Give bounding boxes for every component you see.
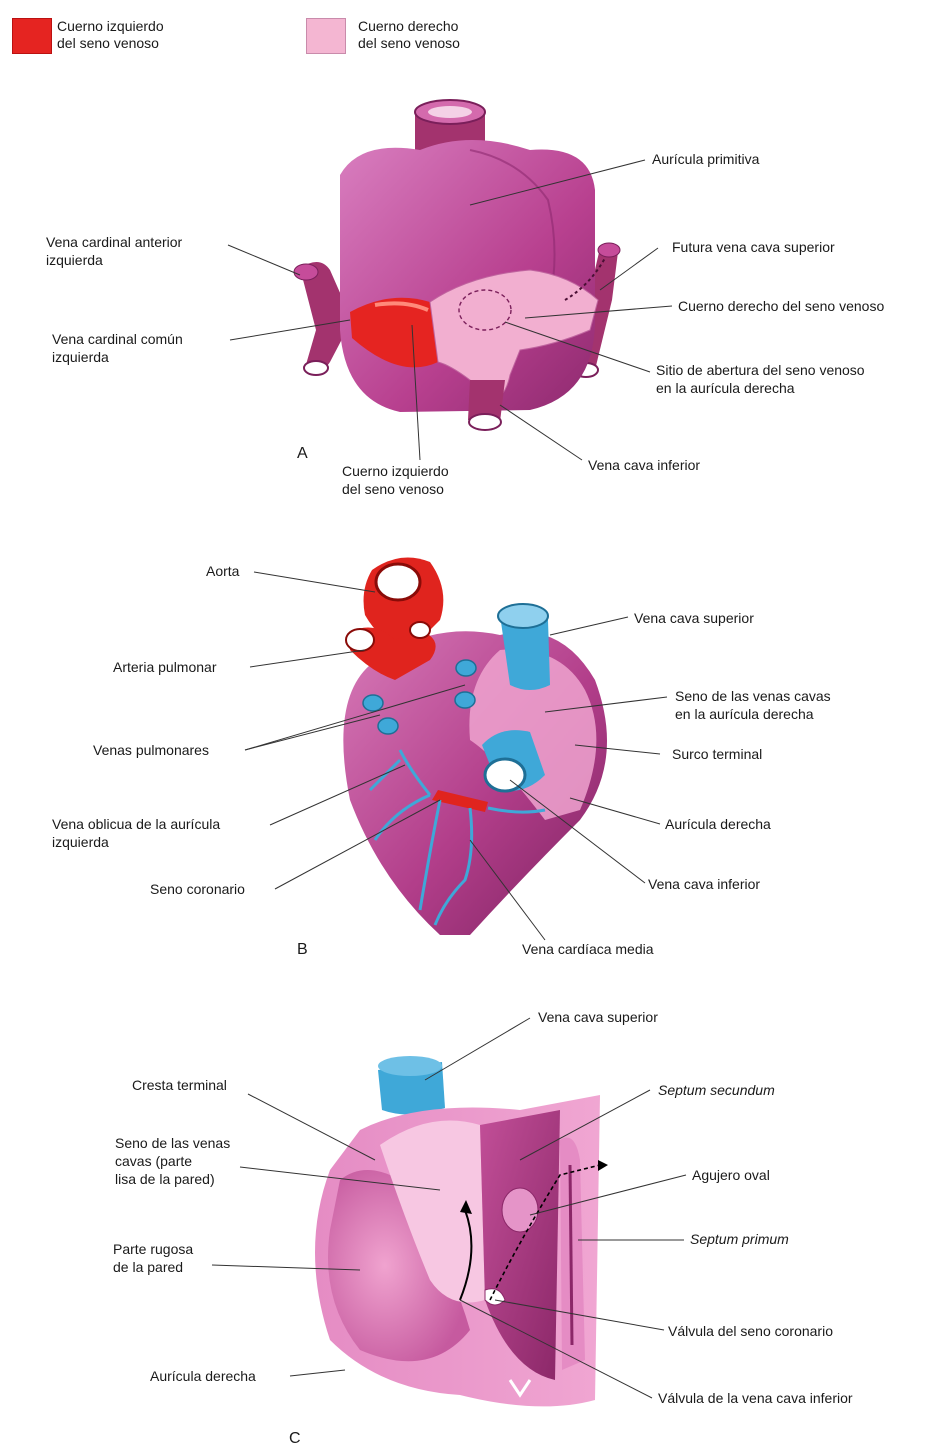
legend-left-horn-swatch (12, 18, 52, 54)
label-aorta: Aorta (206, 562, 239, 580)
label-futura-vena-cava: Futura vena cava superior (672, 238, 835, 256)
label-cuerno-izquierdo: Cuerno izquierdo del seno venoso (342, 462, 449, 498)
panel-a-drawing (228, 100, 672, 460)
label-seno-coronario: Seno coronario (150, 880, 245, 898)
label-surco-terminal: Surco terminal (672, 745, 762, 763)
legend-right-horn-label: Cuerno derecho del seno venoso (358, 18, 460, 52)
legend-left-horn-label: Cuerno izquierdo del seno venoso (57, 18, 164, 52)
label-sitio-abertura: Sitio de abertura del seno venoso en la … (656, 361, 865, 397)
label-arteria-pulmonar: Arteria pulmonar (113, 658, 217, 676)
label-seno-venas-cavas-b: Seno de las venas cavas en la aurícula d… (675, 687, 831, 723)
label-vena-oblicua: Vena oblicua de la aurícula izquierda (52, 815, 220, 851)
label-valvula-seno-coronario: Válvula del seno coronario (668, 1322, 833, 1340)
panel-letter-b: B (297, 941, 308, 959)
panel-letter-a: A (297, 445, 308, 463)
label-vena-cardinal-anterior: Vena cardinal anterior izquierda (46, 233, 182, 269)
label-auricula-derecha-b: Aurícula derecha (665, 815, 771, 833)
label-vena-cardinal-comun: Vena cardinal común izquierda (52, 330, 183, 366)
label-auricula-primitiva: Aurícula primitiva (652, 150, 759, 168)
label-vena-cava-inferior-a: Vena cava inferior (588, 456, 700, 474)
label-valvula-vena-cava: Válvula de la vena cava inferior (658, 1389, 853, 1407)
panel-c-drawing (212, 1018, 686, 1406)
label-venas-pulmonares: Venas pulmonares (93, 741, 209, 759)
label-vena-cava-superior-c: Vena cava superior (538, 1008, 658, 1026)
label-auricula-derecha-c: Aurícula derecha (150, 1367, 256, 1385)
label-cresta-terminal: Cresta terminal (132, 1076, 227, 1094)
label-vena-cardiaca-media: Vena cardíaca media (522, 940, 654, 958)
label-parte-rugosa: Parte rugosa de la pared (113, 1240, 193, 1276)
label-septum-secundum: Septum secundum (658, 1081, 775, 1099)
panel-b-drawing (245, 558, 667, 941)
label-cuerno-derecho: Cuerno derecho del seno venoso (678, 297, 884, 315)
legend-right-horn-swatch (306, 18, 346, 54)
foramen-ovale (502, 1188, 538, 1232)
label-septum-primum: Septum primum (690, 1230, 789, 1248)
label-vena-cava-superior-b: Vena cava superior (634, 609, 754, 627)
label-agujero-oval: Agujero oval (692, 1166, 770, 1184)
panel-letter-c: C (289, 1430, 301, 1448)
label-vena-cava-inferior-b: Vena cava inferior (648, 875, 760, 893)
label-seno-venas-cavas-c: Seno de las venas cavas (parte lisa de l… (115, 1134, 230, 1188)
